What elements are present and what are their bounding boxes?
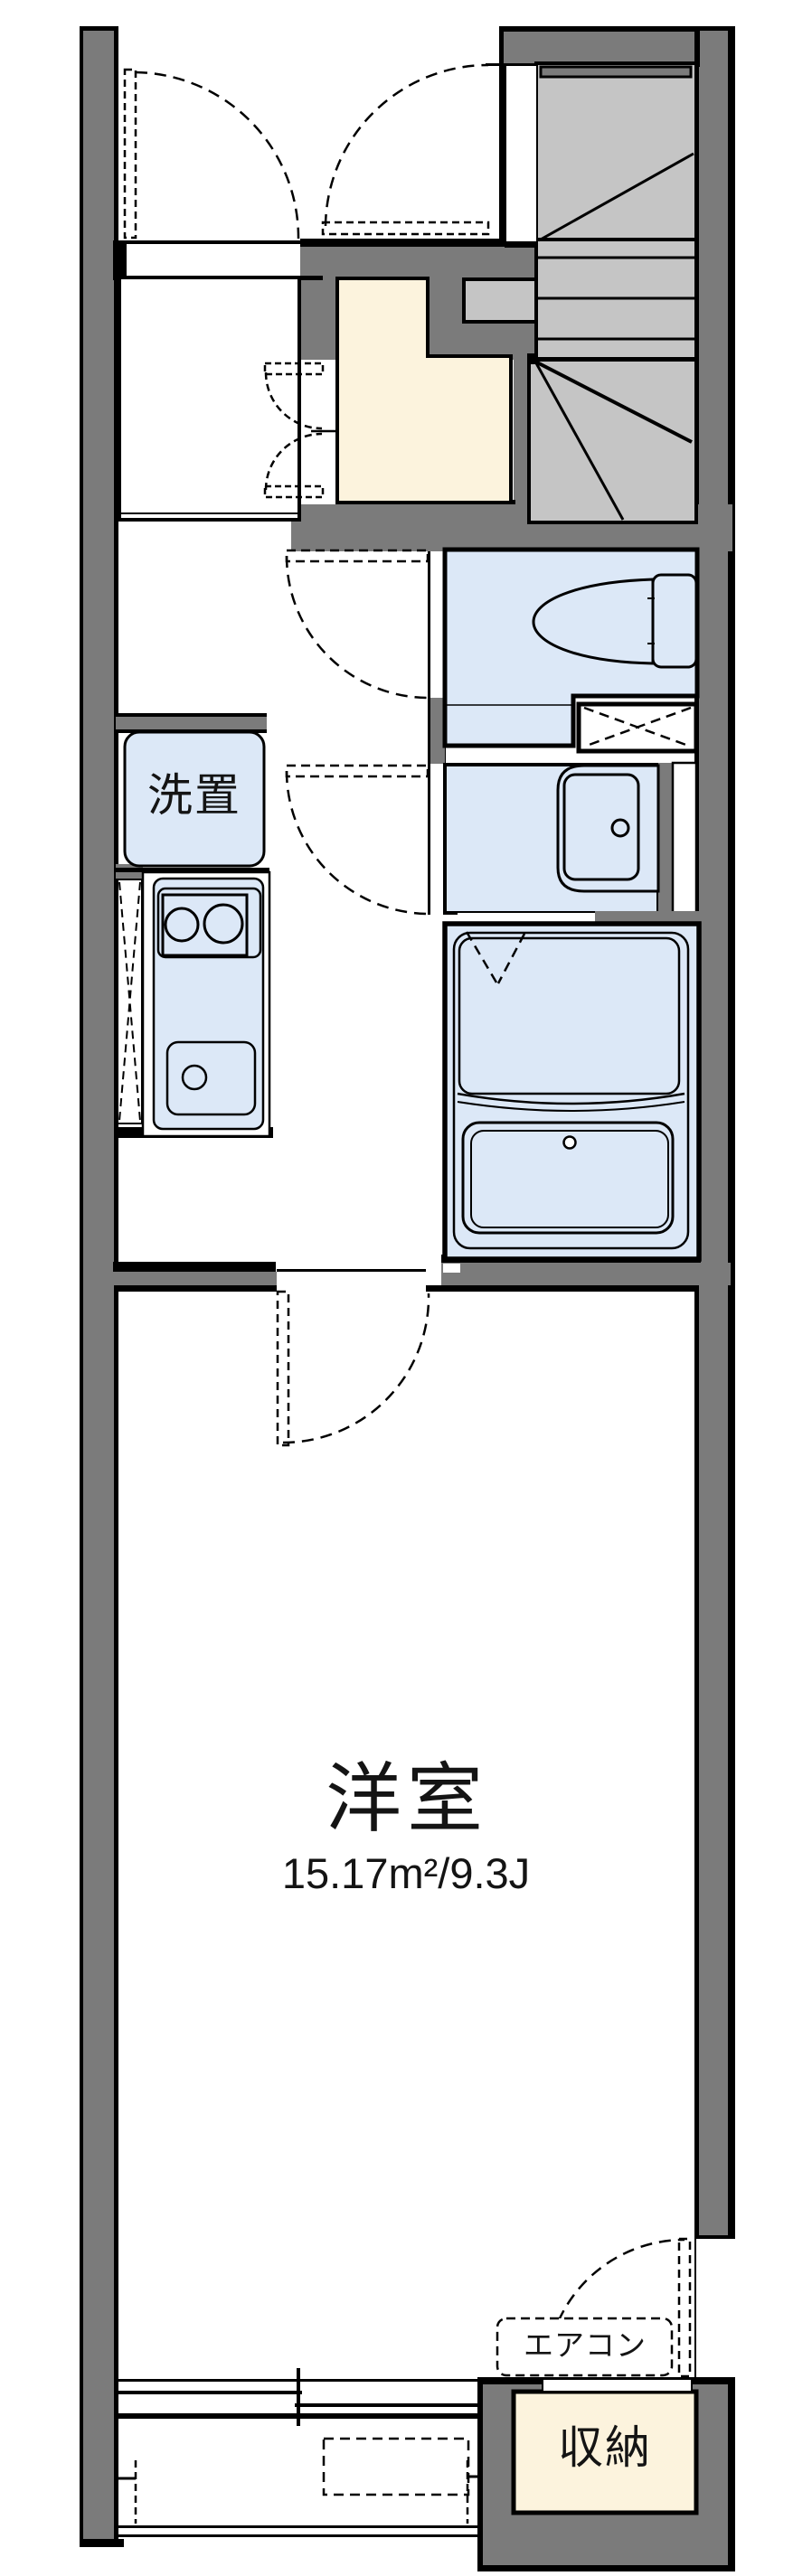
kitchen-sink [165, 1040, 257, 1116]
washbasin-bowl [562, 773, 640, 881]
toilet-tank [651, 573, 698, 669]
unit-bath-outline [452, 931, 690, 1250]
washbasin-faucet [610, 818, 630, 838]
storage-door-leaf [677, 2237, 692, 2378]
entry-step [462, 277, 538, 324]
air-conditioner-space [496, 2317, 674, 2377]
right-wall-opening [696, 2239, 735, 2380]
bath-folding-door [465, 931, 498, 983]
closet-door-leaf [123, 68, 137, 240]
sink-drain [181, 1064, 208, 1091]
staircase [462, 61, 698, 524]
aircon-label: エアコン [524, 2328, 647, 2362]
overhang-outline [322, 2437, 470, 2496]
stair-break-line [538, 152, 694, 242]
door-swing-arc [135, 71, 300, 240]
toilet-room [442, 547, 700, 754]
room-label: 洋室 [325, 1756, 488, 1841]
washroom [443, 761, 698, 915]
walls [80, 26, 735, 2571]
winder-tread-line [534, 360, 693, 444]
bathtub-drain [562, 1135, 577, 1150]
laundry-space [123, 730, 266, 868]
swing-door-leaf [263, 362, 325, 376]
entry-door-leaf [321, 221, 490, 236]
storage-closet [511, 2389, 699, 2515]
pipe-space [671, 761, 698, 915]
bathtub [461, 1121, 675, 1235]
washroom-door-leaf [285, 764, 430, 778]
stove-burner [164, 907, 200, 943]
room-size-label: 15.17m²/9.3J [281, 1849, 531, 1897]
bathroom [442, 911, 702, 1262]
washbasin-unit [556, 764, 660, 893]
winder-tread-line [533, 361, 625, 521]
laundry-label: 洗置 [147, 770, 241, 821]
storage-label: 収納 [558, 2422, 652, 2473]
refrigerator-space [117, 879, 143, 1124]
stove-burner [203, 903, 244, 945]
window-center-mark [297, 2368, 300, 2426]
room-top-wall [116, 1285, 277, 1292]
door-swing-arc [324, 63, 489, 227]
toilet-door-leaf [285, 549, 430, 563]
stair-landing [505, 66, 536, 241]
entry-door-head [486, 63, 536, 66]
closet-door-sill [122, 240, 300, 244]
bottom-area [114, 2317, 699, 2524]
swing-door-leaf [263, 484, 325, 499]
entry-floor [335, 277, 513, 504]
room-door-leaf [276, 1290, 290, 1447]
toilet-bowl [532, 578, 655, 665]
gas-stove [156, 887, 262, 959]
bath-washing-area [458, 936, 681, 1095]
kitchen [117, 730, 271, 1138]
storage-door-opening [542, 2378, 693, 2393]
closet-room [118, 276, 323, 522]
